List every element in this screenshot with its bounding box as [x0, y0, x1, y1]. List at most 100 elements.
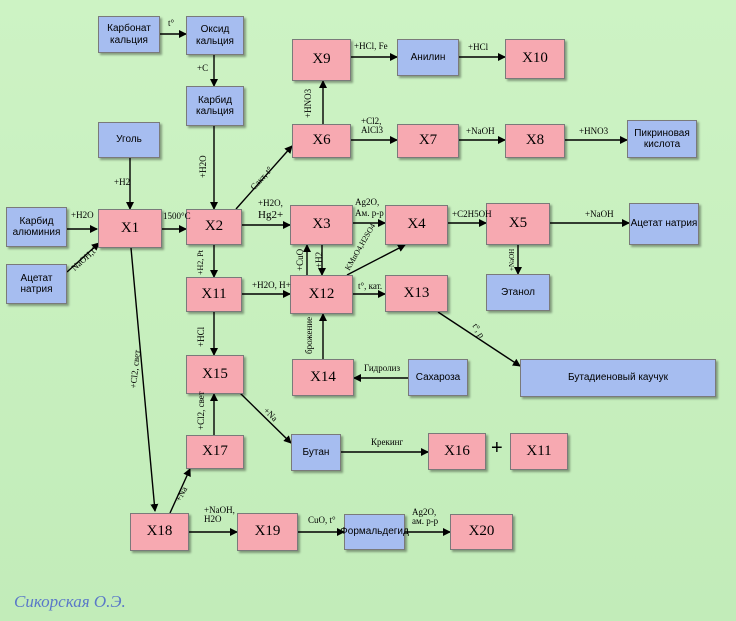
box-x13: X13 — [385, 275, 448, 312]
box-x7: X7 — [397, 124, 459, 158]
label-h2o-h: +H2O, H+ — [252, 280, 291, 290]
label-hg: Hg2+ — [258, 209, 284, 221]
box-x20: X20 — [450, 514, 513, 550]
box-x16: X16 — [428, 433, 486, 470]
box-sodium-acetate-right-text: Ацетат натрия — [630, 218, 698, 230]
box-x11: X11 — [186, 277, 242, 312]
box-x4-text: X4 — [407, 216, 426, 233]
box-x12: X12 — [290, 275, 353, 314]
box-ethanol: Этанол — [486, 274, 550, 311]
box-x10: X10 — [505, 39, 565, 79]
box-x5-text: X5 — [508, 215, 528, 232]
label-hydrolysis: Гидролиз — [364, 363, 400, 373]
box-x9-text: X9 — [312, 51, 331, 68]
arrow-x15-butane — [239, 392, 292, 444]
label-h2-pt: +H2, Pt — [196, 250, 205, 275]
box-x1: X1 — [98, 209, 162, 248]
box-butadiene-rubber: Бутадиеновый каучук — [520, 359, 716, 397]
box-x11-product-text: X11 — [526, 442, 552, 459]
label-hno3-x9: +HNO3 — [303, 88, 313, 118]
box-coal-text: Уголь — [116, 134, 142, 146]
box-aluminium-carbide: Карбид алюминия — [6, 207, 67, 247]
arrow-acetate-x1 — [66, 242, 100, 273]
label-naoh-ethanol: +NaOH — [508, 248, 516, 271]
box-sodium-acetate-left: Ацетат натрия — [6, 264, 67, 304]
box-x5: X5 — [486, 203, 550, 245]
box-butane: Бутан — [291, 434, 341, 471]
box-butane-text: Бутан — [302, 446, 330, 458]
box-x13-text: X13 — [403, 284, 430, 301]
box-x14-text: X14 — [310, 368, 336, 385]
label-h2o-left: +H2O — [71, 210, 94, 220]
box-sucrose: Сахароза — [408, 359, 468, 396]
arrow-x13-butadiene — [437, 311, 521, 367]
box-calcium-oxide-text: Оксид кальция — [196, 24, 234, 47]
box-x19: X19 — [237, 513, 298, 551]
label-hno3-x8: +HNO3 — [579, 126, 609, 136]
label-t-carbonate: t° — [168, 18, 175, 28]
box-x4: X4 — [385, 205, 448, 245]
label-h2o-x2: +H2O — [198, 155, 208, 178]
label-cracking: Крекинг — [371, 437, 404, 447]
label-naoh-h2o: +NaOH, H2O — [204, 505, 235, 525]
box-x11-product: X11 — [510, 433, 568, 470]
label-cl2-alcl3: +Cl2, AlCl3 — [361, 116, 384, 136]
box-x9: X9 — [292, 39, 351, 81]
box-x6-text: X6 — [312, 132, 331, 149]
box-x16-text: X16 — [444, 442, 470, 459]
label-ag2o-x20: Ag2O, ам. р-р — [412, 507, 439, 527]
box-x15-text: X15 — [202, 365, 228, 382]
label-c2h5oh: +C2H5OH — [452, 209, 492, 219]
box-x7-text: X7 — [418, 132, 438, 149]
label-am-rr: Ам. р-р — [355, 208, 384, 218]
plus-sign: + — [491, 437, 503, 459]
label-naoh-x5: +NaOH — [585, 209, 614, 219]
box-formaldehyde: Формальдегид — [340, 514, 409, 550]
arrow-x12-x4 — [346, 244, 406, 276]
box-x15: X15 — [186, 355, 244, 394]
box-calcium-carbonate-text: Карбонат кальция — [107, 23, 151, 46]
box-x1-text: X1 — [120, 219, 140, 236]
label-h2o-hg: +H2O, — [258, 198, 283, 208]
label-hcl-aniline: +HCl — [468, 42, 489, 52]
box-x3: X3 — [290, 205, 353, 245]
box-x6: X6 — [292, 124, 351, 158]
box-x11-text: X11 — [201, 285, 227, 302]
arrow-x2-x6 — [235, 145, 293, 210]
box-x17: X17 — [186, 435, 244, 469]
label-cl2-light-x17: +Cl2, свет — [196, 391, 206, 430]
box-calcium-carbide: Карбид кальция — [186, 86, 244, 126]
box-x12-text: X12 — [308, 285, 335, 302]
box-x17-text: X17 — [202, 443, 228, 460]
box-sodium-acetate-right: Ацетат натрия — [629, 203, 699, 245]
label-fermentation: брожение — [304, 316, 314, 354]
box-x8: X8 — [505, 124, 565, 158]
box-calcium-carbonate: Карбонат кальция — [98, 16, 160, 53]
box-sodium-acetate-left-text: Ацетат натрия — [20, 272, 53, 296]
box-x18-text: X18 — [146, 523, 173, 540]
box-x10-text: X10 — [522, 50, 548, 67]
box-sucrose-text: Сахароза — [415, 371, 461, 383]
box-x18: X18 — [130, 513, 189, 551]
author-signature: Сикорская О.Э. — [14, 592, 126, 611]
label-c-oxide: +C — [197, 63, 209, 73]
label-ag2o: Ag2O, — [355, 197, 380, 207]
label-t-kat: t°, кат. — [358, 281, 383, 291]
box-calcium-carbide-text: Карбид кальция — [196, 94, 234, 118]
label-naoh-x7: +NaOH — [466, 126, 495, 136]
label-cuo: +CuO — [295, 248, 305, 271]
box-formaldehyde-text: Формальдегид — [340, 526, 409, 538]
box-x20-text: X20 — [468, 523, 495, 540]
box-x3-text: X3 — [312, 216, 331, 233]
label-hcl-x15: +HCl — [196, 326, 206, 347]
arrow-x18-x17 — [169, 468, 191, 514]
box-aniline: Анилин — [397, 39, 459, 76]
box-calcium-oxide: Оксид кальция — [186, 16, 244, 55]
box-x19-text: X19 — [254, 523, 281, 540]
box-coal: Уголь — [98, 122, 160, 158]
box-ethanol-text: Этанол — [501, 286, 535, 298]
box-picric-acid: Пикриновая кислота — [627, 120, 697, 158]
box-aniline-text: Анилин — [410, 51, 446, 63]
